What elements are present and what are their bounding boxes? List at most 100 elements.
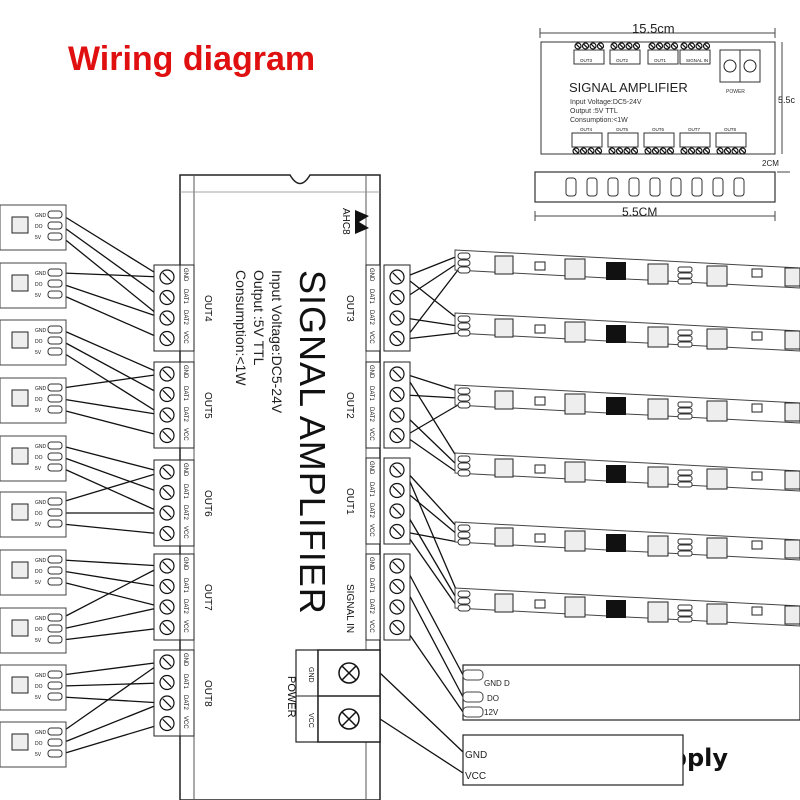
port-label: OUT8 (202, 680, 213, 707)
wire (379, 672, 464, 753)
right-output-ports: GNDDAT1DAT2VCCOUT3GNDDAT1DAT2VCCOUT2GNDD… (344, 264, 411, 641)
wire (61, 373, 163, 389)
right-strip (454, 452, 800, 492)
strip-pin-label: GND (35, 271, 47, 277)
led-chip (564, 258, 586, 280)
amplifier-name: SIGNAL AMPLIFIER (292, 270, 333, 615)
wire (404, 435, 459, 474)
wire (61, 661, 163, 676)
led-chip (564, 321, 586, 343)
pin-label: DAT2 (182, 310, 188, 326)
wire (61, 283, 163, 319)
small-port-label: OUT1 (654, 58, 666, 63)
led-chip (11, 676, 29, 694)
wire (61, 225, 163, 299)
resistor (534, 324, 546, 334)
ic-chip (606, 397, 626, 415)
resistor (534, 261, 546, 271)
wire (404, 276, 459, 320)
wire (61, 627, 163, 641)
wire (404, 627, 464, 713)
resistor (534, 599, 546, 609)
led-chip (11, 389, 29, 407)
port-label: OUT1 (344, 488, 355, 515)
port-label: OUT7 (202, 584, 213, 611)
resistor (751, 540, 763, 550)
ic-chip (606, 600, 626, 618)
pin-label: DAT2 (368, 407, 374, 423)
ic-chip (606, 534, 626, 552)
strip-pin-label: GND (35, 500, 47, 506)
wire (404, 404, 459, 437)
small-port-label: OUT3 (580, 58, 592, 63)
controller-pin-12v: 12V (484, 708, 499, 717)
strip-pin-label: GND (35, 213, 47, 219)
pin-label: GND (182, 365, 188, 379)
resistor (751, 471, 763, 481)
dim-length: 15.5cm (632, 21, 675, 36)
led-chip (564, 530, 586, 552)
wire (61, 581, 163, 608)
strip-pin-label: 5V (35, 466, 42, 472)
pin-label: DAT2 (182, 695, 188, 711)
strip-pin-label: 5V (35, 695, 42, 701)
pin-label: DAT1 (182, 578, 188, 594)
brand-logo: AHC8 (340, 208, 369, 235)
resistor (534, 533, 546, 543)
pin-label: DAT1 (368, 578, 374, 594)
side-slot (670, 177, 682, 197)
strip-pin-label: GND (35, 386, 47, 392)
right-led-strips (454, 249, 800, 627)
small-port-label: OUT8 (724, 127, 736, 132)
led-chip (494, 390, 514, 410)
led-chip (784, 267, 800, 287)
small-spec-2: Output :5V TTL (570, 108, 618, 115)
strip-pin-label: 5V (35, 522, 42, 528)
strip-pin-label: DO (35, 397, 43, 403)
wire (61, 236, 163, 319)
wire (61, 329, 163, 375)
wire (61, 661, 163, 733)
wire (404, 586, 464, 698)
wire (61, 409, 163, 437)
pin-label: GND (368, 268, 374, 282)
wire (61, 723, 163, 755)
wire (61, 445, 163, 473)
pin-label: GND (368, 365, 374, 379)
pin-label: VCC (368, 331, 374, 344)
power-vcc-pin-label: VCC (307, 713, 314, 728)
resistor (751, 606, 763, 616)
pin-label: DAT1 (182, 386, 188, 402)
resistor (751, 331, 763, 341)
dim-width: 5.5c (778, 95, 796, 105)
amplifier-spec-2: Output :5V TTL (251, 270, 267, 366)
led-chip (784, 539, 800, 559)
led-chip (564, 461, 586, 483)
wire-layer (61, 214, 464, 774)
strip-pin-label: DO (35, 741, 43, 747)
side-slot (586, 177, 598, 197)
strip-pin-label: 5V (35, 293, 42, 299)
side-slot (733, 177, 745, 197)
pin-label: VCC (182, 620, 188, 633)
power-label: POWER (285, 676, 297, 718)
left-led-strips: GNDDO5VGNDDO5VGNDDO5VGNDDO5VGNDDO5VGNDDO… (0, 204, 67, 768)
small-port-label: OUT6 (652, 127, 664, 132)
strip-pin-label: GND (35, 673, 47, 679)
strip-pin-label: DO (35, 511, 43, 517)
wire (404, 531, 459, 543)
led-chip (784, 402, 800, 422)
strip-pin-label: GND (35, 328, 47, 334)
right-strip (454, 587, 800, 627)
power-supply-box: GND VCC (462, 734, 684, 786)
wire (61, 340, 163, 396)
pin-label: GND (368, 557, 374, 571)
small-port-label: OUT2 (616, 58, 628, 63)
pin-label: GND (182, 268, 188, 282)
led-chip (11, 447, 29, 465)
